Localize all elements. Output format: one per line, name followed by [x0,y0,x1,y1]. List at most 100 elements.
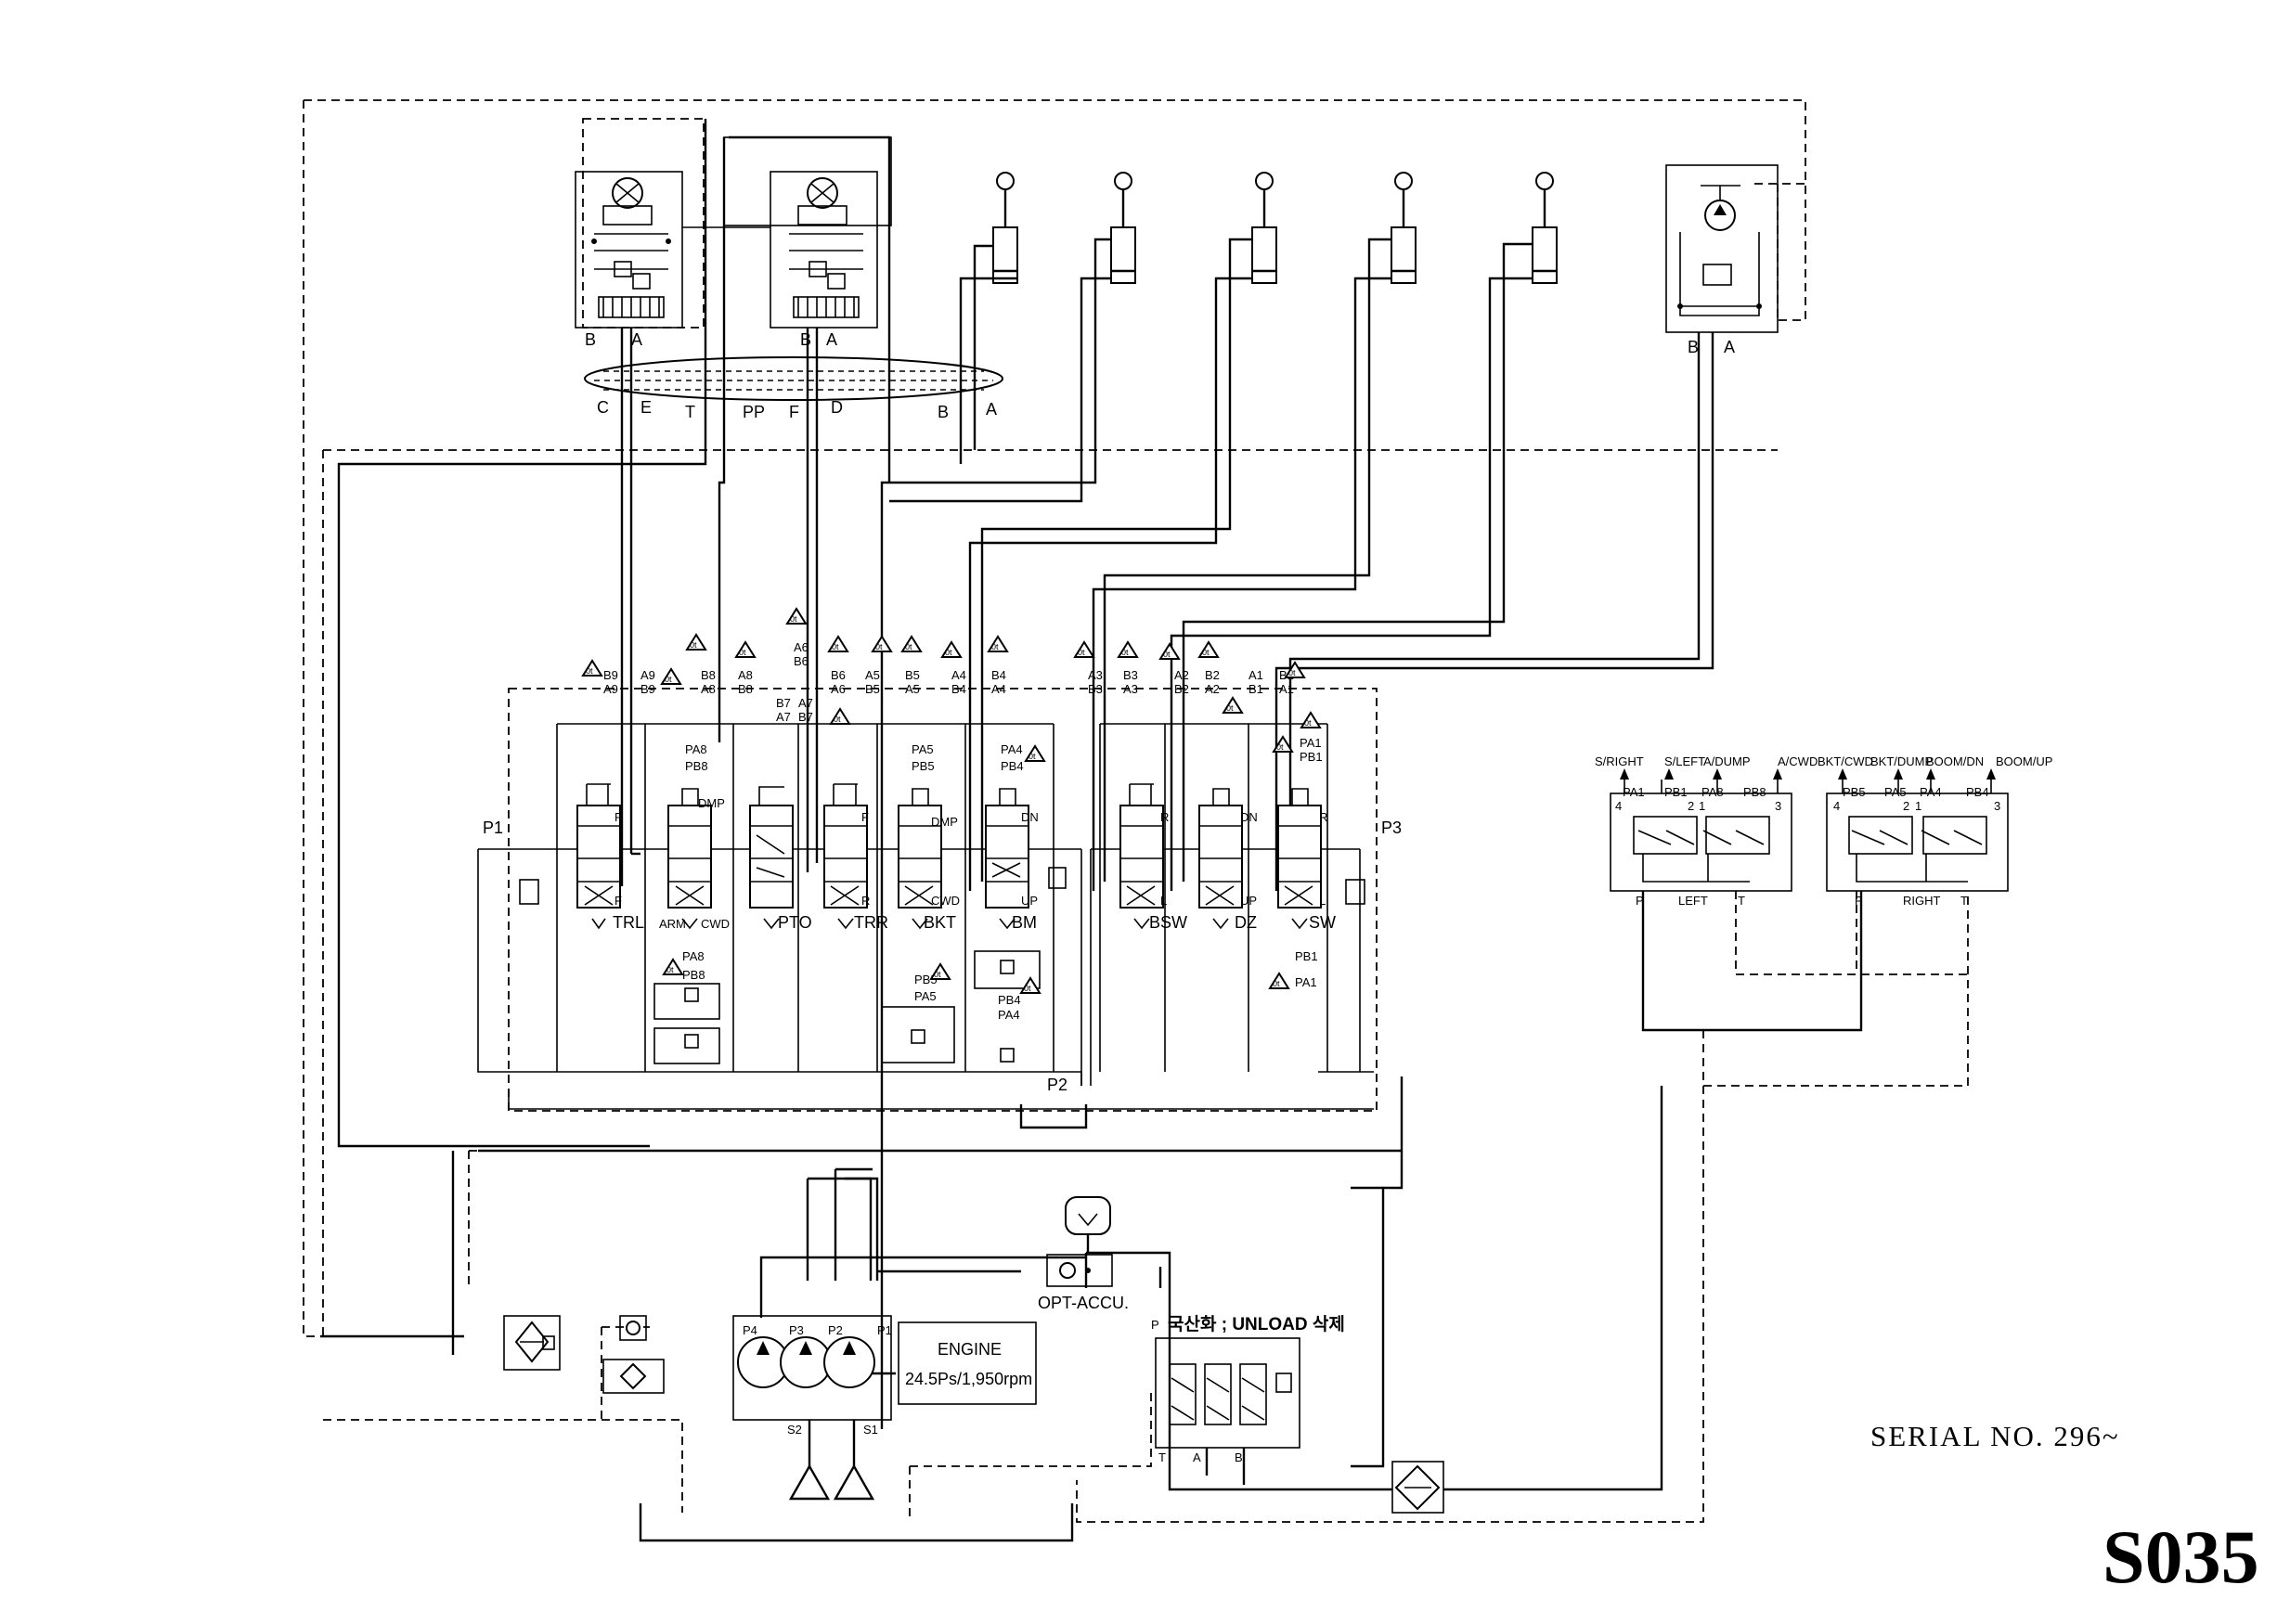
jr-port-pa4: PA4 [1920,785,1942,799]
port-a8-low: A8 [701,682,716,696]
pump-p3: P3 [789,1323,804,1337]
relief-tag: 0t [581,659,603,677]
pilot-pa8-low: PA8 [682,949,705,963]
relief-stacks [653,950,1041,1064]
svg-text:0t: 0t [790,614,797,624]
accumulator-label: OPT-ACCU. [1038,1294,1129,1312]
port-a1-low: A1 [1279,682,1294,696]
dz-top-dn: DN [1240,810,1258,824]
relief-tag: 0t [1117,640,1139,658]
svg-text:0t: 0t [586,666,593,676]
port-a6: A6 [794,640,809,654]
svg-text:0t: 0t [1276,742,1284,752]
port-p3: P3 [1381,818,1402,837]
section-trr: TRR [854,913,888,932]
jl-num-3: 3 [1775,799,1781,813]
spool-trl: R F TRL [576,783,644,932]
unload-port-p: P [1151,1318,1159,1332]
relief-tag: 0t [829,707,851,725]
pilot-pb4: PB4 [1001,759,1024,773]
spool-pto: PTO [749,786,812,932]
unload-port-t: T [1158,1450,1166,1464]
cylinder-3 [968,172,1277,891]
jr-num-4: 4 [1833,799,1840,813]
svg-text:UP: UP [1240,894,1257,908]
right-pilot-port-b: B [800,330,811,349]
port-b6: B6 [831,668,846,682]
pilot-pa8: PA8 [685,742,707,756]
pump-p4: P4 [743,1323,757,1337]
jr-num-1: 1 [1915,799,1921,813]
svg-text:0t: 0t [1163,650,1171,659]
port-b5-low: B5 [865,682,880,696]
jr-port-pa5: PA5 [1884,785,1907,799]
jl-port-pb8: PB8 [1743,785,1766,799]
port-a9: A9 [640,668,655,682]
relief-tag: 0t [1197,640,1220,658]
pilot-pa4-low: PA4 [998,1008,1020,1022]
pilot-pb8: PB8 [685,759,708,773]
relief-tag: 0t [1073,640,1095,658]
left-pilot-port-b: B [585,330,596,349]
pilot-pb1: PB1 [1300,750,1323,764]
jr-num-3: 3 [1994,799,2000,813]
bsw-top-r: R [1160,810,1169,824]
joint-port-e: E [640,398,652,417]
port-a6-low: A6 [831,682,846,696]
svg-text:0t: 0t [665,675,672,684]
svg-text:0t: 0t [1304,718,1312,728]
port-a4: A4 [951,668,966,682]
port-a2-low: A2 [1205,682,1220,696]
relief-tag: 0t [662,958,684,975]
relief-tags: 0t 0t 0t 0t 0t 0t 0t 0t 0t 0t 0t 0t 0t 0… [581,607,1322,994]
joint-port-f: F [789,403,799,421]
port-b4-low: B4 [951,682,966,696]
port-b3: B3 [1123,668,1138,682]
pilot-valve-right: B A [682,136,892,349]
svg-text:0t: 0t [934,970,941,979]
port-b8-low: B8 [738,682,753,696]
relief-tag: 0t [1158,642,1181,660]
trr-top-f: F [861,810,869,824]
jl-group: LEFT [1678,894,1708,908]
section-bm: BM [1012,913,1037,932]
pilot-pa1-low: PA1 [1295,975,1317,989]
jl-port-pa1: PA1 [1623,785,1645,799]
port-b4: B4 [991,668,1006,682]
main-lines [320,1076,1663,1542]
jl-port-pb1: PB1 [1664,785,1688,799]
filter-left [503,1315,561,1371]
relief-tag: 0t [1222,696,1244,714]
port-b5: B5 [905,668,920,682]
pilot-pb5: PB5 [912,759,935,773]
svg-text:0t: 0t [1226,703,1234,713]
joint-port-d: D [831,398,843,417]
pump-group: P4 P3 P2 P1 S2 S1 [732,1315,896,1501]
joint-port-t: T [685,403,695,421]
cylinder-1 [959,172,1018,464]
pilot-pb8-low: PB8 [682,968,705,982]
relief-tag: 0t [685,633,707,651]
unload-note: 국산화 ; UNLOAD 삭제 [1168,1314,1345,1334]
section-sw: SW [1309,913,1336,932]
svg-text:0t: 0t [1078,648,1085,657]
cylinder-2 [880,172,1136,1429]
jr-port-pb4: PB4 [1966,785,1989,799]
swing-motor: B A [1274,164,1779,891]
jr-out-boom-dn: BOOM/DN [1926,754,1984,768]
svg-text:0t: 0t [1029,752,1036,761]
jl-port-pa8: PA8 [1701,785,1724,799]
port-a5-low: A5 [905,682,920,696]
relief-tag: 0t [1019,976,1041,994]
pilot-pa1: PA1 [1300,736,1322,750]
engine-title: ENGINE [938,1340,1002,1359]
jr-out-boom-up: BOOM/UP [1996,754,2052,768]
bm-top-dn: DN [1021,810,1039,824]
jr-num-2: 2 [1903,799,1909,813]
cylinders [880,172,1558,1429]
engine-spec: 24.5Ps/1,950rpm [905,1370,1032,1388]
section-dz: DZ [1235,913,1257,932]
pump-p1: P1 [877,1323,892,1337]
rotary-joint: C E T PP F D B A [584,356,1003,421]
work-port-labels: B9 A9 A9 B9 B8 A8 A8 B8 A6 B6 B7 A7 A7 B… [603,640,1294,724]
